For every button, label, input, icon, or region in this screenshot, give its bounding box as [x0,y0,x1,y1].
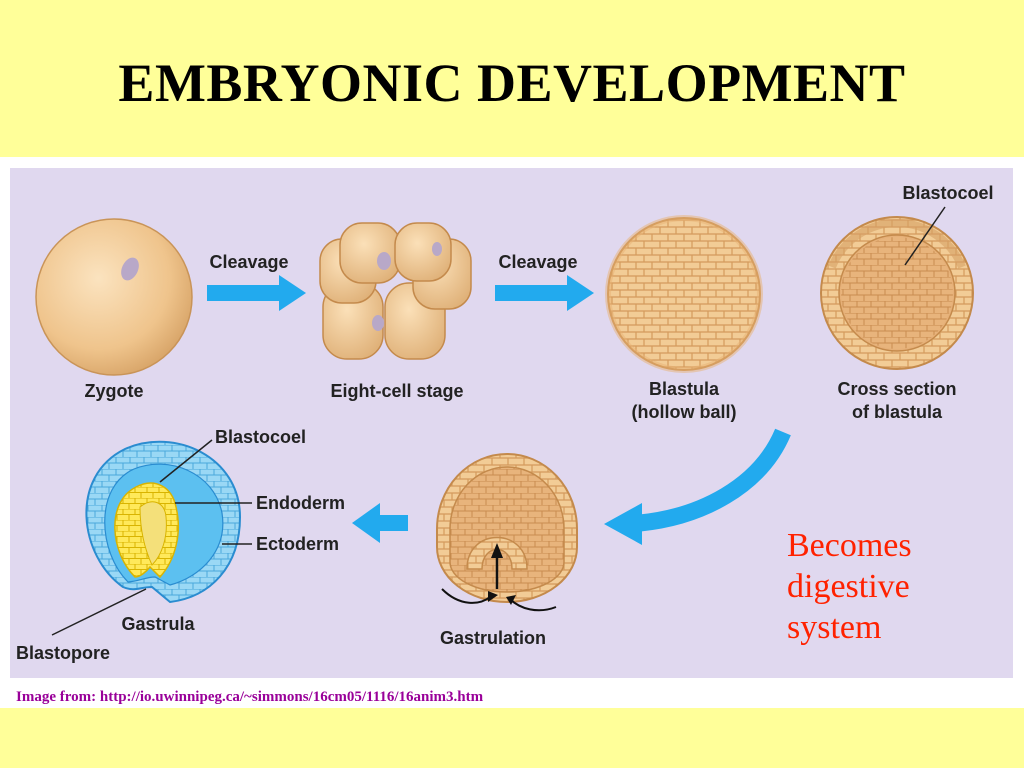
label-of-blastula: of blastula [852,402,943,422]
slide-title: EMBRYONIC DEVELOPMENT [118,53,906,113]
cross-section-figure [820,216,974,370]
label-ectoderm: Ectoderm [256,534,339,554]
gastrula-figure [85,440,242,604]
image-credit: Image from: http://io.uwinnipeg.ca/~simm… [16,689,484,705]
blastopore-pointer [51,588,147,636]
label-blastocoel-top: Blastocoel [902,183,993,203]
blastocoel-bottom-pointer [159,439,213,483]
label-blastula: Blastula [649,379,720,399]
label-gastrula: Gastrula [121,614,195,634]
label-blastopore: Blastopore [16,643,110,663]
label-cleavage-2: Cleavage [498,252,577,272]
label-zygote: Zygote [84,381,143,401]
note-line-1: Becomes [787,527,912,564]
note-line-3: system [787,609,882,646]
curved-arrow [604,428,791,545]
label-endoderm: Endoderm [256,493,345,513]
label-cross-section: Cross section [837,379,956,399]
label-hollow-ball: (hollow ball) [632,402,737,422]
embryo-diagram: Zygote Cleavage Eight-cell stage Cleavag… [10,168,1013,678]
eight-cell-figure [319,222,472,360]
blastocoel-top-pointer [904,206,946,266]
digestive-note: Becomes digestive system [787,525,912,648]
note-line-2: digestive [787,568,910,605]
label-gastrulation: Gastrulation [440,628,546,648]
label-eight-cell: Eight-cell stage [330,381,463,401]
label-cleavage-1: Cleavage [209,252,288,272]
blastula-figure [605,215,763,373]
left-arrow [352,503,408,543]
label-blastocoel-bottom: Blastocoel [215,427,306,447]
gastrulation-figure [436,453,578,612]
cleavage-arrow-1 [207,275,306,311]
zygote-figure [35,218,193,376]
cleavage-arrow-2 [495,275,594,311]
